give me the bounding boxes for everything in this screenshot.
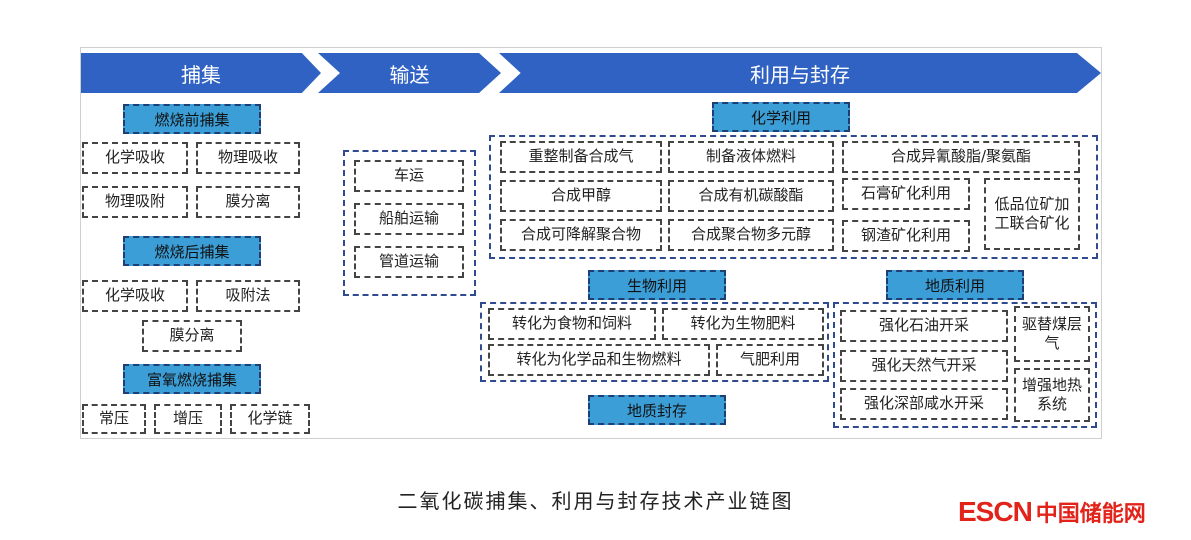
escn-logo: ESCN 中国储能网 <box>958 494 1146 530</box>
group-biological <box>480 302 829 382</box>
item-low-grade-ore: 低品位矿加工联合矿化 <box>984 178 1080 250</box>
item-isocyanate: 合成异氰酸脂/聚氨酯 <box>842 141 1080 173</box>
stage-capture: 捕集 <box>81 53 321 93</box>
item-post-membrane: 膜分离 <box>142 320 242 352</box>
category-geological-storage: 地质封存 <box>588 395 726 425</box>
item-steel-slag: 钢渣矿化利用 <box>842 220 970 252</box>
item-post-adsorption: 吸附法 <box>196 280 300 312</box>
item-degradable-polymer: 合成可降解聚合物 <box>500 219 662 251</box>
item-gas-fertilizer: 气肥利用 <box>716 344 824 376</box>
item-oxy-chemical-looping: 化学链 <box>230 404 310 434</box>
logo-text-en: ESCN <box>958 496 1033 527</box>
item-post-chem-absorb: 化学吸收 <box>82 280 188 312</box>
item-truck: 车运 <box>354 160 464 192</box>
item-saline-water: 强化深部咸水开采 <box>840 388 1008 420</box>
item-pre-chem-absorb: 化学吸收 <box>82 142 188 174</box>
category-geological-utilization: 地质利用 <box>886 270 1024 300</box>
item-syngas: 重整制备合成气 <box>500 141 662 173</box>
item-bio-fertilizer: 转化为生物肥料 <box>662 308 824 340</box>
category-oxy-fuel: 富氧燃烧捕集 <box>123 364 261 394</box>
item-pre-membrane: 膜分离 <box>196 186 300 218</box>
item-pre-phys-adsorb: 物理吸附 <box>82 186 188 218</box>
item-oxy-atmospheric: 常压 <box>82 404 146 434</box>
group-transport <box>343 150 476 296</box>
group-chemical <box>489 135 1098 259</box>
item-egr: 强化天然气开采 <box>840 350 1008 382</box>
item-food-feed: 转化为食物和饲料 <box>488 308 656 340</box>
logo-text-cn: 中国储能网 <box>1035 502 1146 527</box>
item-organic-carbonate: 合成有机碳酸酯 <box>668 180 834 212</box>
stage-utilization-storage: 利用与封存 <box>499 53 1101 93</box>
item-ship: 船舶运输 <box>354 203 464 235</box>
group-geological <box>833 302 1097 428</box>
item-polyol: 合成聚合物多元醇 <box>668 219 834 251</box>
item-chemicals-biofuel: 转化为化学品和生物燃料 <box>488 344 710 376</box>
stage-transport: 输送 <box>318 53 501 93</box>
item-pipeline: 管道运输 <box>354 246 464 278</box>
figure-caption: 二氧化碳捕集、利用与封存技术产业链图 <box>397 489 794 513</box>
item-liquid-fuel: 制备液体燃料 <box>668 141 834 173</box>
category-chemical-utilization: 化学利用 <box>712 102 850 132</box>
item-oxy-pressurized: 增压 <box>154 404 222 434</box>
item-eor: 强化石油开采 <box>840 310 1008 342</box>
item-gypsum: 石膏矿化利用 <box>842 178 970 210</box>
category-pre-combustion: 燃烧前捕集 <box>123 104 261 134</box>
item-ecbm: 驱替煤层气 <box>1014 306 1090 362</box>
item-egs: 增强地热系统 <box>1014 368 1090 422</box>
item-methanol: 合成甲醇 <box>500 180 662 212</box>
category-post-combustion: 燃烧后捕集 <box>123 236 261 266</box>
item-pre-phys-absorb: 物理吸收 <box>196 142 300 174</box>
category-biological-utilization: 生物利用 <box>588 270 726 300</box>
